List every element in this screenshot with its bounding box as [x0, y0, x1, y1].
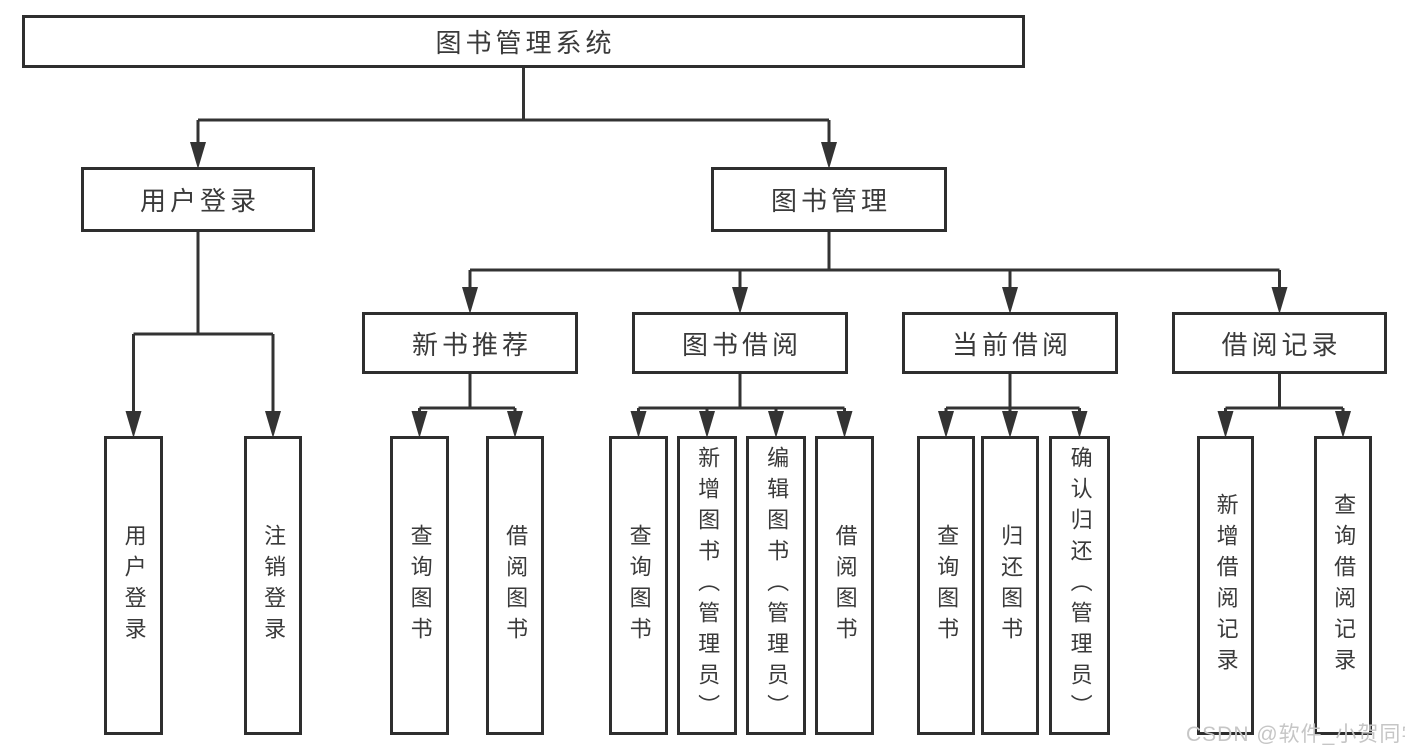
- node-label-root: 图书管理系统: [435, 28, 616, 58]
- node-label-leaf-bb-borrow: 借阅图书: [832, 523, 858, 648]
- node-user-login: 用户登录: [81, 167, 315, 232]
- node-label-book-mgmt: 图书管理: [770, 186, 891, 216]
- node-label-leaf-rec-add: 新增借阅记录: [1213, 492, 1239, 679]
- node-book-borrow: 图书借阅: [632, 312, 848, 374]
- node-leaf-rec-add: 新增借阅记录: [1197, 436, 1254, 735]
- node-leaf-cb-return: 归还图书: [981, 436, 1039, 735]
- node-current-borrow: 当前借阅: [902, 312, 1118, 374]
- node-leaf-nb-query: 查询图书: [390, 436, 449, 735]
- node-label-leaf-nb-query: 查询图书: [407, 523, 433, 648]
- node-leaf-rec-query: 查询借阅记录: [1314, 436, 1372, 735]
- node-leaf-bb-query: 查询图书: [609, 436, 668, 735]
- node-label-new-book-rec: 新书推荐: [411, 329, 532, 360]
- node-leaf-bb-add: 新增图书（管理员）: [677, 436, 737, 735]
- node-label-leaf-nb-borrow: 借阅图书: [503, 523, 529, 648]
- node-label-leaf-bb-add: 新增图书（管理员）: [695, 446, 721, 725]
- node-label-leaf-logout: 注销登录: [261, 523, 287, 648]
- node-label-leaf-cb-confirm: 确认归还（管理员）: [1067, 446, 1093, 725]
- node-label-current-borrow: 当前借阅: [951, 329, 1072, 360]
- node-new-book-rec: 新书推荐: [362, 312, 578, 374]
- node-label-borrow-records: 借阅记录: [1221, 329, 1342, 360]
- node-borrow-records: 借阅记录: [1172, 312, 1387, 374]
- node-leaf-bb-edit: 编辑图书（管理员）: [746, 436, 806, 735]
- node-label-leaf-user-login: 用户登录: [121, 523, 147, 648]
- node-leaf-nb-borrow: 借阅图书: [486, 436, 544, 735]
- node-label-leaf-cb-query: 查询图书: [934, 523, 960, 648]
- node-root: 图书管理系统: [22, 15, 1025, 68]
- node-label-leaf-bb-edit: 编辑图书（管理员）: [764, 446, 790, 725]
- node-leaf-cb-confirm: 确认归还（管理员）: [1049, 436, 1110, 735]
- node-label-leaf-rec-query: 查询借阅记录: [1331, 492, 1357, 679]
- node-leaf-user-login: 用户登录: [104, 436, 163, 735]
- node-leaf-cb-query: 查询图书: [917, 436, 975, 735]
- node-label-user-login: 用户登录: [139, 186, 260, 216]
- node-label-leaf-bb-query: 查询图书: [626, 523, 652, 648]
- node-label-book-borrow: 图书借阅: [681, 329, 802, 360]
- node-label-leaf-cb-return: 归还图书: [998, 523, 1024, 648]
- node-leaf-bb-borrow: 借阅图书: [815, 436, 874, 735]
- node-leaf-logout: 注销登录: [244, 436, 302, 735]
- watermark: CSDN @软件_小贺同学: [1186, 723, 1405, 746]
- node-book-mgmt: 图书管理: [711, 167, 947, 232]
